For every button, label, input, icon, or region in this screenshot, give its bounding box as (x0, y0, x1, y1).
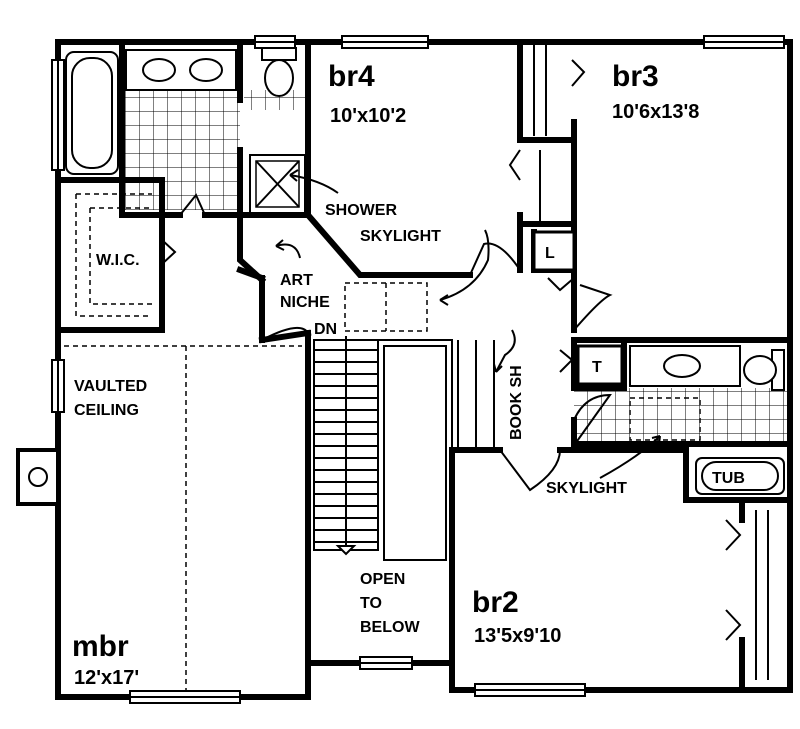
chimney-flue (16, 448, 60, 506)
vaulted-label: VAULTED (74, 378, 147, 395)
double-vanity-sinks (125, 49, 237, 91)
skylight-dashed (344, 282, 428, 332)
toilet-hall (743, 349, 785, 391)
tub-hall (695, 457, 785, 495)
skylight-label-bottom: SKYLIGHT (546, 480, 627, 497)
wic-shelving (75, 193, 152, 317)
br2-dims: 13'5x9'10 (474, 625, 561, 647)
shower-stall (249, 154, 306, 214)
leader-arrows (275, 169, 661, 479)
br3-name: br3 (612, 60, 659, 93)
door-swings (261, 242, 613, 492)
wic-label: W.I.C. (96, 252, 140, 269)
master-toilet-tile (244, 90, 306, 110)
tub-label: TUB (712, 470, 745, 487)
windows (51, 35, 785, 704)
br3-dims: 10'6x13'8 (612, 101, 699, 123)
niche-label: NICHE (280, 294, 330, 311)
toilet-closet (576, 344, 624, 386)
skylight-label-top: SKYLIGHT (360, 228, 441, 245)
ceiling-label: CEILING (74, 402, 139, 419)
linen-label: L (545, 245, 555, 262)
staircase (313, 336, 379, 556)
br4-dims: 10'x10'2 (330, 105, 406, 127)
book-shelf-label: BOOK SH (508, 365, 525, 440)
master-bath-tile (122, 90, 240, 210)
linen-closet (532, 230, 576, 272)
bathtub (65, 51, 119, 175)
closet-doors (161, 42, 769, 680)
mbr-name: mbr (72, 630, 129, 663)
mbr-dims: 12'x17' (74, 667, 139, 689)
below-label: BELOW (360, 619, 420, 636)
hall-bath-vanity (629, 345, 741, 387)
art-label: ART (280, 272, 313, 289)
br4-name: br4 (328, 60, 375, 93)
open-label: OPEN (360, 571, 405, 588)
open-to-below-railing (378, 339, 495, 561)
hall-skylight-outline (629, 397, 701, 441)
to-label: TO (360, 595, 382, 612)
shower-label: SHOWER (325, 202, 397, 219)
toilet-closet-label: T (592, 359, 602, 376)
toilet-master (261, 47, 297, 97)
br2-name: br2 (472, 586, 519, 619)
hall-bath-tile (574, 388, 789, 444)
vaulted-ceiling-lines (64, 345, 302, 690)
dn-label: DN (314, 321, 337, 338)
